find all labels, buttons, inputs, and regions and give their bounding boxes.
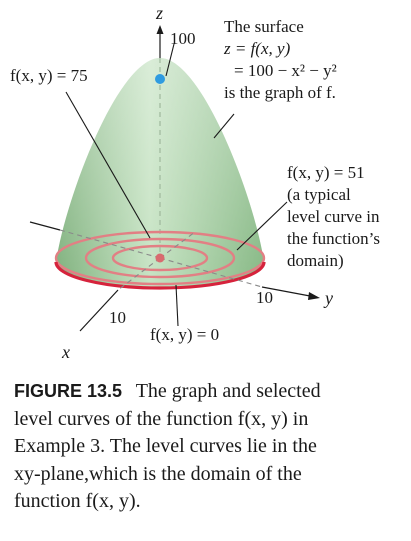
y-axis — [261, 286, 311, 297]
z-axis-label: z — [155, 3, 163, 23]
z-axis-arrow — [156, 25, 164, 34]
x-tick-label: 10 — [109, 308, 126, 327]
y-axis-label: y — [323, 288, 333, 308]
back-axis-hidden — [159, 231, 196, 259]
level-curve-annotation-line-3: level curve in — [287, 207, 380, 226]
surface-annotation-line-4: is the graph of f. — [224, 83, 336, 102]
x-axis-label: x — [61, 342, 70, 362]
x-axis — [79, 289, 119, 332]
base-leader — [175, 284, 179, 327]
level-curve-annotation-line-1: f(x, y) = 51 — [287, 163, 365, 182]
top-point-leader — [65, 91, 151, 239]
level-curve-annotation-line-5: domain) — [287, 251, 344, 270]
surface-highlight — [56, 58, 264, 288]
surface-annotation-line-2: z = f(x, y) — [223, 39, 291, 58]
top-point-annotation: f(x, y) = 75 — [10, 66, 88, 85]
level-curve-outer — [54, 230, 266, 286]
surface-annotation-line-1: The surface — [224, 17, 304, 36]
level-curve-annotation-line-4: the function’s — [287, 229, 380, 248]
caption-text: The graph and selected level curves of t… — [14, 380, 321, 512]
apex-point — [155, 74, 165, 84]
surface-annotation-line-3: = 100 − x² − y² — [234, 61, 337, 80]
level-curve-inner — [111, 244, 209, 272]
base-curve-annotation: f(x, y) = 0 — [150, 325, 219, 344]
z-tick-leader — [165, 43, 175, 77]
base-level-curve — [54, 261, 266, 290]
left-axis-stub — [29, 221, 61, 231]
level-curve-middle — [84, 237, 236, 279]
y-axis-arrow — [308, 292, 320, 300]
figure-caption: FIGURE 13.5 The graph and selected level… — [14, 378, 399, 516]
level-curve-leader — [236, 201, 288, 251]
surface-leader — [213, 113, 235, 139]
y-tick-label: 10 — [256, 288, 273, 307]
level-curve-annotation-line-2: (a typical — [287, 185, 351, 204]
z-tick-label: 100 — [170, 29, 196, 48]
paraboloid-figure: z y x 100 10 10 The surface z = f(x, y) … — [10, 3, 380, 362]
caption-label: FIGURE 13.5 — [14, 381, 132, 401]
center-point — [155, 253, 165, 263]
